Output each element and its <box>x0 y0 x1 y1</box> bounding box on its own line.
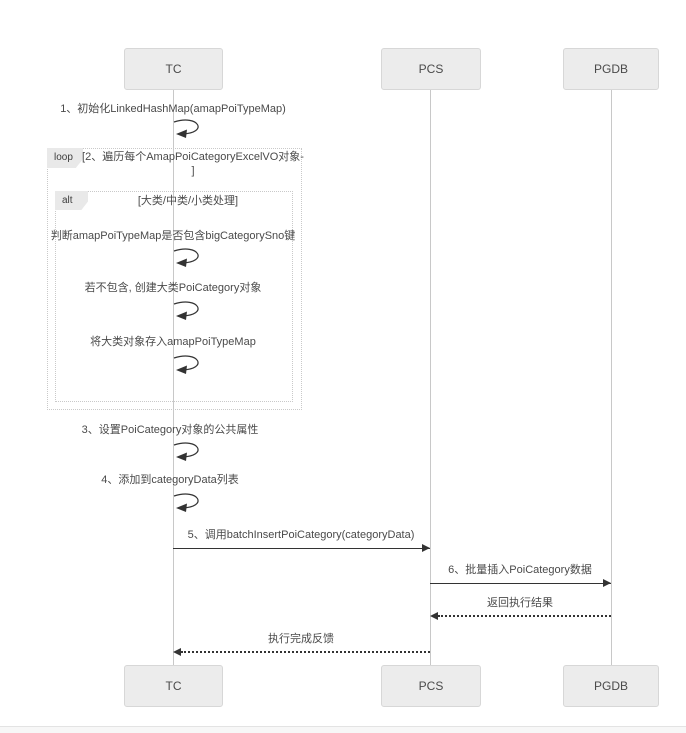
participant-pgdb-bottom: PGDB <box>563 665 659 707</box>
loop-frame <box>47 148 302 410</box>
loop-condition-line2: ] <box>191 165 195 177</box>
return-2-arrow <box>181 651 430 653</box>
message-5-label: 5、调用batchInsertPoiCategory(categoryData) <box>187 529 415 541</box>
lifeline-pgdb <box>611 90 612 665</box>
participant-tc-bottom: TC <box>124 665 223 707</box>
arrowhead-left-icon <box>173 648 181 656</box>
self-message-arrow <box>173 493 199 512</box>
return-1-label: 返回执行结果 <box>487 597 553 609</box>
self-message-arrow <box>173 248 199 267</box>
participant-label: TC <box>165 62 182 76</box>
message-6-arrow <box>430 583 611 584</box>
page-bottom-divider <box>0 726 686 733</box>
self-message-arrow <box>173 301 199 320</box>
loop-condition-line1: [2、遍历每个AmapPoiCategoryExcelVO对象- <box>82 151 304 163</box>
return-1-arrow <box>438 615 611 617</box>
participant-tc-top: TC <box>124 48 223 90</box>
loop-frame-label: loop <box>47 148 83 168</box>
message-6-label: 6、批量插入PoiCategory数据 <box>448 564 592 576</box>
message-4-label: 4、添加到categoryData列表 <box>101 474 239 486</box>
message-2a-label: 判断amapPoiTypeMap是否包含bigCategorySno键 <box>50 230 296 242</box>
lifeline-pcs <box>430 90 431 665</box>
participant-pgdb-top: PGDB <box>563 48 659 90</box>
participant-label: PCS <box>418 679 444 693</box>
arrowhead-right-icon <box>422 544 430 552</box>
participant-label: PCS <box>418 62 444 76</box>
return-2-label: 执行完成反馈 <box>268 633 334 645</box>
arrowhead-left-icon <box>430 612 438 620</box>
alt-frame <box>55 191 293 402</box>
self-message-arrow <box>173 119 199 138</box>
arrowhead-right-icon <box>603 579 611 587</box>
lifeline-tc <box>173 90 174 665</box>
participant-pcs-bottom: PCS <box>381 665 481 707</box>
participant-pcs-top: PCS <box>381 48 481 90</box>
participant-label: PGDB <box>593 62 628 76</box>
participant-label: TC <box>165 679 182 693</box>
alt-frame-label: alt <box>55 191 88 210</box>
alt-condition: [大类/中类/小类处理] <box>137 195 239 207</box>
participant-label: PGDB <box>593 679 628 693</box>
message-2c-label: 将大类对象存入amapPoiTypeMap <box>90 336 256 348</box>
self-message-arrow <box>173 355 199 374</box>
message-5-arrow <box>173 548 430 549</box>
message-1-label: 1、初始化LinkedHashMap(amapPoiTypeMap) <box>60 103 286 115</box>
message-3-label: 3、设置PoiCategory对象的公共属性 <box>81 424 259 436</box>
self-message-arrow <box>173 442 199 461</box>
message-2b-label: 若不包含, 创建大类PoiCategory对象 <box>84 282 262 294</box>
